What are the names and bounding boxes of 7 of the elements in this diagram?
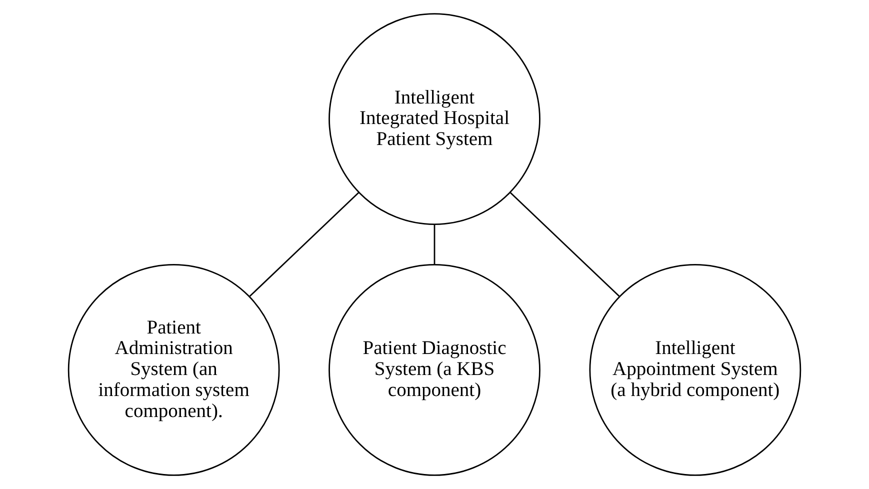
connector bbox=[249, 192, 360, 297]
connector bbox=[434, 224, 436, 265]
node-circle: Patient Administration System (an information system component). bbox=[68, 264, 280, 476]
node-circle: Intelligent Integrated Hospital Patient System bbox=[328, 13, 540, 225]
node-circle: Intelligent Appointment System (a hybrid component) bbox=[589, 264, 802, 476]
node-circle: Patient Diagnostic System (a KBS component) bbox=[328, 264, 540, 476]
connector bbox=[510, 192, 620, 297]
